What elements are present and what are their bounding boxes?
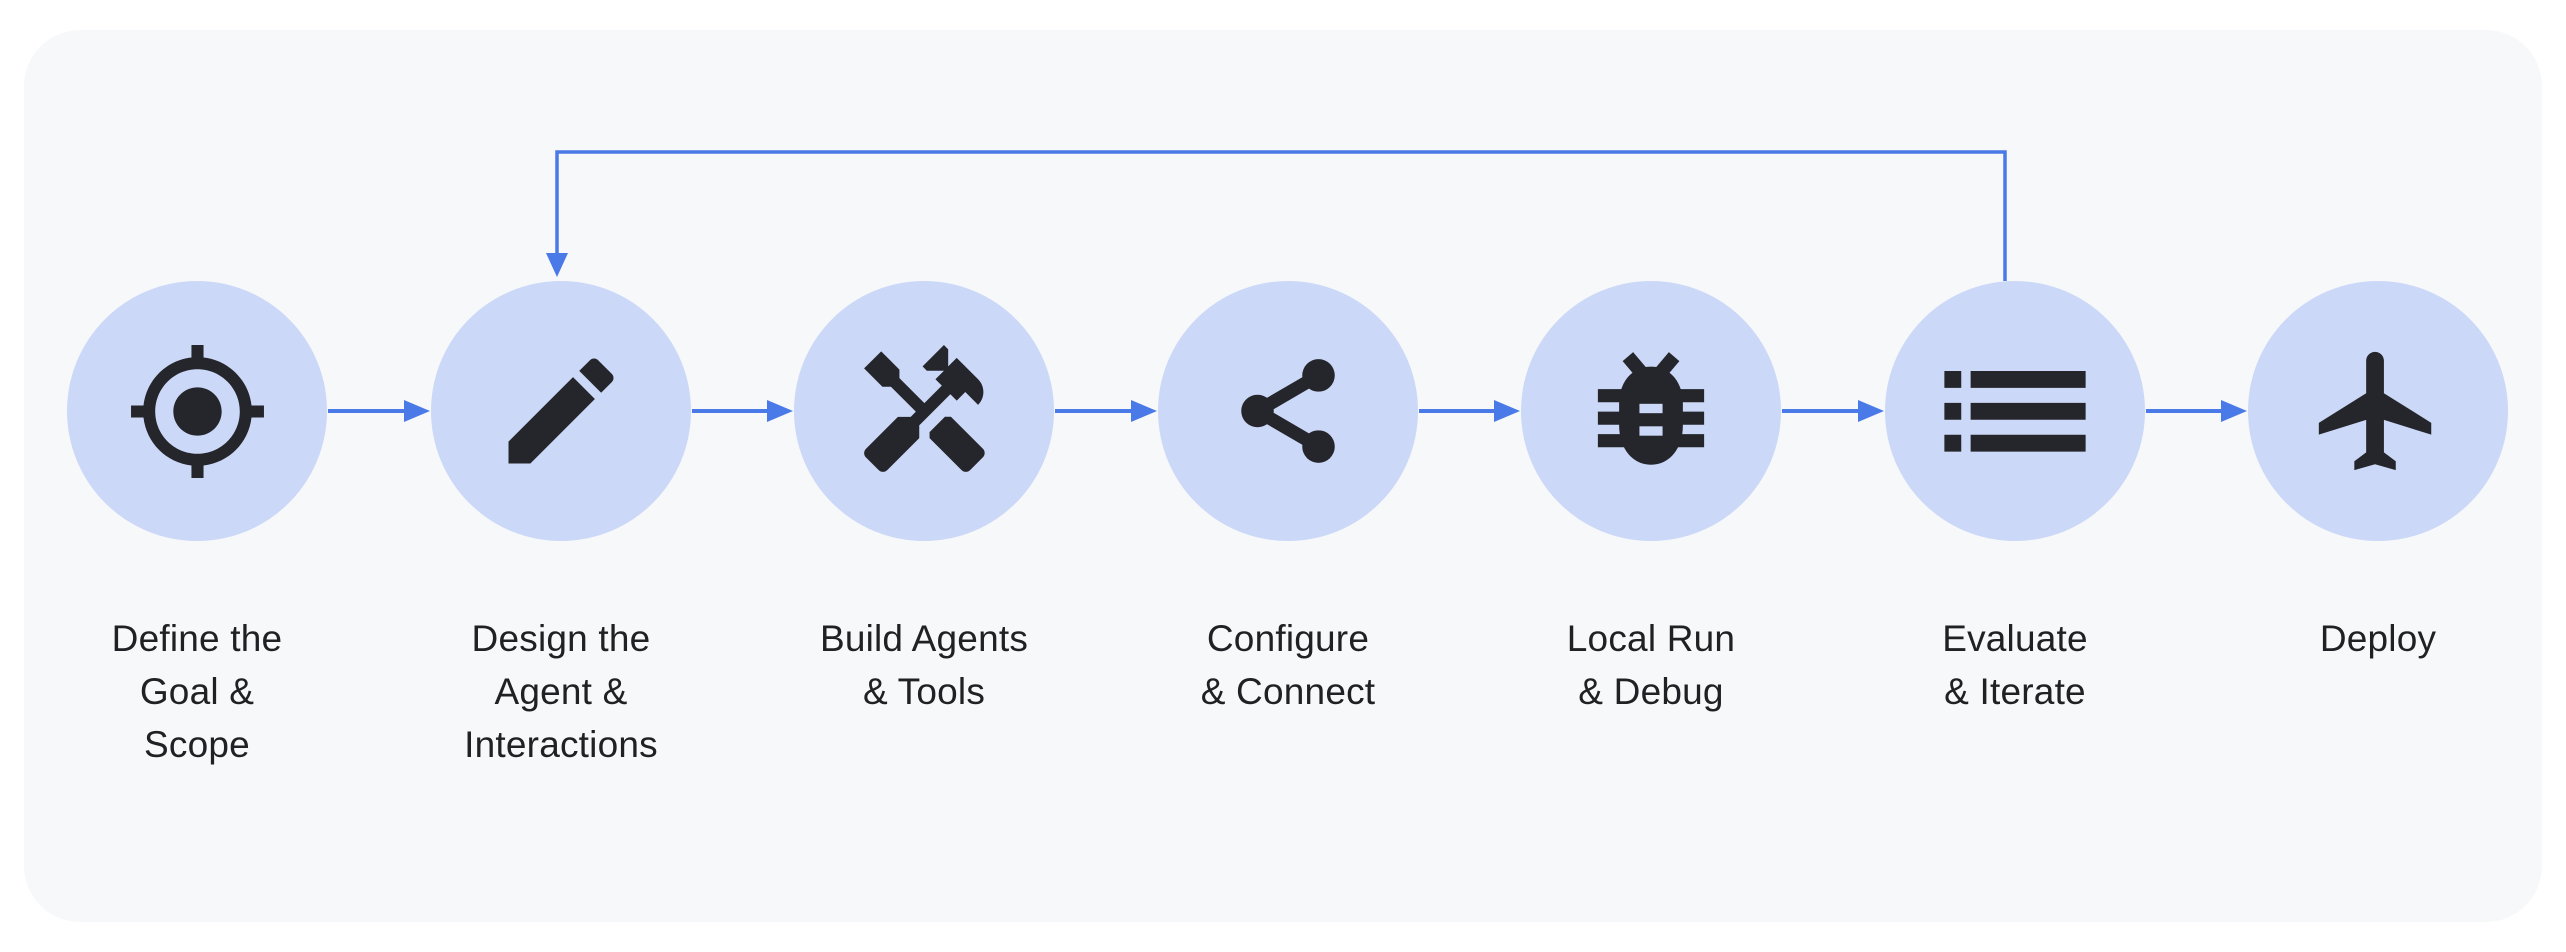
workflow-step-define-goal-scope: Define the Goal & Scope [15,281,379,765]
step-circle [1885,281,2145,541]
workflow-step-deploy: Deploy [2196,281,2560,659]
target-icon [130,344,264,478]
step-label: Design the Agent & Interactions [464,618,658,765]
workflow-step-design-agent-interactions: Design the Agent & Interactions [379,281,743,765]
step-circle [431,281,691,541]
hammer-wrench-icon [863,344,985,472]
workflow-step-local-run-debug: Local Run & Debug [1469,281,1833,712]
step-circle [67,281,327,541]
step-label: Evaluate & Iterate [1942,618,2088,712]
step-label: Build Agents & Tools [819,618,1029,712]
step-circle [1158,281,1418,541]
airplane-icon [2318,351,2432,471]
step-label: Deploy [2319,618,2437,659]
step-label: Define the Goal & Scope [111,618,283,765]
bug-icon [1597,352,1705,465]
list-icon [1944,371,2086,452]
step-label: Local Run & Debug [1566,618,1736,712]
step-circle [1521,281,1781,541]
step-circle [794,281,1054,541]
workflow-step-build-agents-tools: Build Agents & Tools [742,281,1106,712]
share-icon [1241,359,1335,463]
step-circle [2248,281,2508,541]
pencil-icon [508,358,614,464]
workflow-step-evaluate-iterate: Evaluate & Iterate [1833,281,2197,712]
workflow-step-configure-connect: Configure & Connect [1106,281,1470,712]
step-label: Configure & Connect [1200,618,1376,712]
